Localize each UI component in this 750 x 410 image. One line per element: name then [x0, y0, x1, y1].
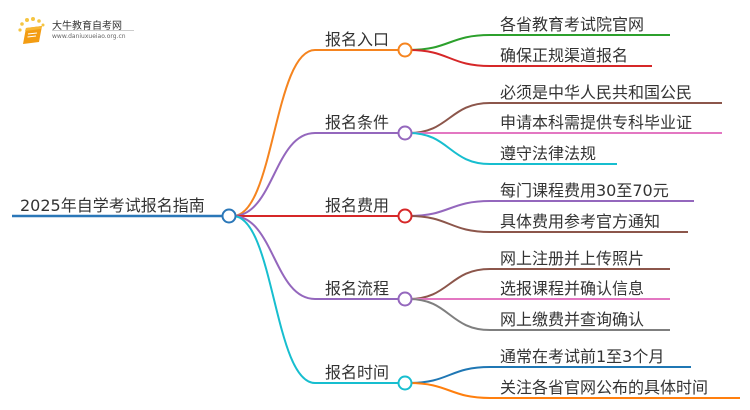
- leaf-topic-label: 各省教育考试院官网: [500, 15, 644, 34]
- leaf-edge: [408, 102, 491, 134]
- root-topic-label: 2025年自学考试报名指南: [20, 196, 205, 215]
- logo-title: 大牛教育自考网: [52, 21, 122, 32]
- leaf-edge: [408, 215, 491, 233]
- branch-topic-label: 报名条件: [325, 113, 389, 132]
- leaf-topic-label: 网上缴费并查询确认: [500, 310, 644, 329]
- leaf-edge: [408, 49, 491, 67]
- branch-node-toggle[interactable]: [397, 125, 413, 141]
- branch-node-toggle[interactable]: [397, 375, 413, 391]
- logo-url: www.daniuxueiao.org.cn: [52, 33, 126, 40]
- logo-divider: [52, 30, 134, 31]
- leaf-edge: [408, 132, 491, 165]
- site-logo: 大牛教育自考网 www.daniuxueiao.org.cn: [14, 14, 174, 54]
- leaf-edge: [408, 298, 491, 331]
- book-logo-icon: [18, 17, 45, 44]
- leaf-edge: [408, 200, 491, 217]
- branch-edge: [232, 215, 316, 384]
- branch-edge: [232, 132, 316, 217]
- leaf-topic-label: 具体费用参考官方通知: [500, 212, 660, 231]
- leaf-edge: [408, 382, 491, 399]
- branch-topic-label: 报名入口: [325, 30, 389, 49]
- leaf-topic-label: 网上注册并上传照片: [500, 249, 644, 268]
- branch-edge: [232, 215, 316, 300]
- leaf-topic-label: 选报课程并确认信息: [500, 279, 644, 298]
- branch-edge: [232, 49, 316, 217]
- leaf-topic-label: 关注各省官网公布的具体时间: [500, 378, 708, 397]
- root-node-toggle[interactable]: [221, 208, 237, 224]
- leaf-topic-label: 必须是中华人民共和国公民: [500, 83, 692, 102]
- branch-topic-label: 报名费用: [325, 196, 389, 215]
- leaf-topic-label: 遵守法律法规: [500, 144, 596, 163]
- leaf-edge: [408, 34, 491, 51]
- leaf-edge: [408, 268, 491, 300]
- branch-topic-label: 报名流程: [325, 279, 389, 298]
- leaf-topic-label: 申请本科需提供专科毕业证: [500, 113, 692, 132]
- branch-topic-label: 报名时间: [325, 363, 389, 382]
- leaf-topic-label: 每门课程费用30至70元: [500, 181, 669, 200]
- branch-node-toggle[interactable]: [397, 208, 413, 224]
- leaf-topic-label: 通常在考试前1至3个月: [500, 347, 664, 366]
- leaf-edge: [408, 366, 491, 384]
- branch-node-toggle[interactable]: [397, 42, 413, 58]
- branch-node-toggle[interactable]: [397, 291, 413, 307]
- leaf-topic-label: 确保正规渠道报名: [500, 46, 628, 65]
